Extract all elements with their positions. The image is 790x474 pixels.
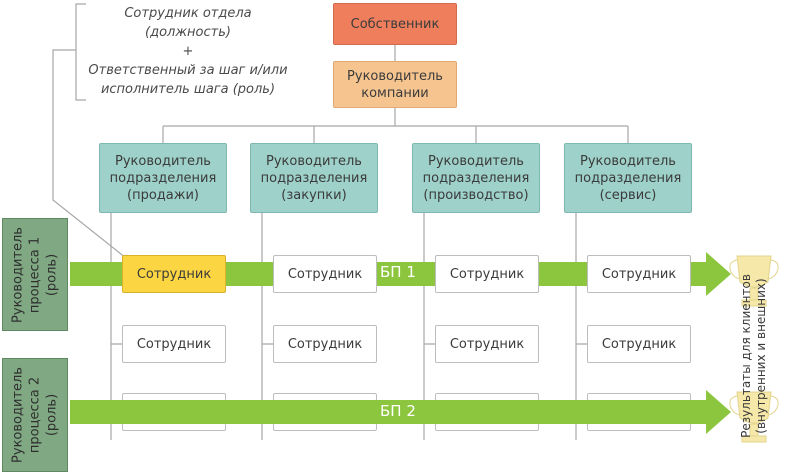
trophy-icon bbox=[729, 391, 779, 443]
process-owner-label: процесса 2 bbox=[27, 376, 43, 454]
department-label: (сервис) bbox=[599, 187, 657, 203]
department-sales-box: Руководитель подразделения (продажи) bbox=[99, 143, 227, 213]
process-owner-1-box: Руководитель процесса 1 (роль) bbox=[2, 218, 68, 331]
department-label: подразделения bbox=[109, 170, 217, 186]
employee-box: Сотрудник bbox=[587, 325, 691, 363]
legend-line: исполнитель шага (роль) bbox=[100, 82, 276, 97]
department-production-box: Руководитель подразделения (производство… bbox=[412, 143, 540, 213]
process-owner-2-box: Руководитель процесса 2 (роль) bbox=[2, 358, 68, 472]
legend-text: Сотрудник отдела (должность) + Ответстве… bbox=[82, 4, 294, 99]
results-label: Результаты для клиентов (внутренних и вн… bbox=[739, 274, 769, 438]
process-owner-1-text: Руководитель процесса 1 (роль) bbox=[10, 227, 61, 323]
process-owner-label: Руководитель bbox=[10, 367, 26, 463]
department-label: (продажи) bbox=[127, 187, 199, 203]
results-line: Результаты для клиентов bbox=[739, 274, 753, 438]
department-service-box: Руководитель подразделения (сервис) bbox=[564, 143, 692, 213]
process-owner-label: процесса 1 bbox=[27, 236, 43, 313]
employee-box: Сотрудник bbox=[435, 255, 539, 293]
legend-bracket bbox=[75, 3, 86, 101]
director-label: Руководитель компании bbox=[347, 68, 443, 101]
employee-box: Сотрудник bbox=[273, 255, 377, 293]
trophy-icon bbox=[729, 255, 779, 307]
legend-line: + bbox=[182, 44, 194, 59]
employee-box: Сотрудник bbox=[273, 325, 377, 363]
process-owner-2-text: Руководитель процесса 2 (роль) bbox=[10, 367, 61, 463]
employee-box: Сотрудник bbox=[435, 325, 539, 363]
employee-box: Сотрудник bbox=[122, 325, 226, 363]
legend-line: Сотрудник отдела bbox=[124, 6, 252, 21]
process-owner-label: (роль) bbox=[44, 253, 60, 296]
department-label: (закупки) bbox=[281, 187, 347, 203]
director-box: Руководитель компании bbox=[333, 61, 457, 108]
legend-pointer-line bbox=[52, 49, 127, 259]
department-label: Руководитель bbox=[428, 153, 524, 169]
department-label: подразделения bbox=[260, 170, 368, 186]
department-label: (производство) bbox=[423, 187, 529, 203]
department-label: Руководитель bbox=[115, 153, 211, 169]
department-label: Руководитель bbox=[266, 153, 362, 169]
process-arrow-1 bbox=[70, 252, 731, 296]
department-label: подразделения bbox=[574, 170, 682, 186]
owner-box: Собственник bbox=[333, 3, 457, 45]
employee-box: Сотрудник bbox=[587, 255, 691, 293]
results-line: (внутренних и внешних) bbox=[754, 278, 768, 434]
process-owner-label: (роль) bbox=[44, 393, 60, 437]
process-arrow-2 bbox=[70, 390, 731, 434]
department-label: Руководитель bbox=[580, 153, 676, 169]
process-label-2: БП 2 bbox=[380, 402, 416, 420]
process-label-1: БП 1 bbox=[380, 263, 416, 281]
department-label: подразделения bbox=[422, 170, 530, 186]
department-purchasing-box: Руководитель подразделения (закупки) bbox=[250, 143, 378, 213]
legend-line: (должность) bbox=[145, 25, 231, 40]
process-owner-label: Руководитель bbox=[10, 226, 26, 323]
employee-box-highlighted: Сотрудник bbox=[122, 255, 226, 293]
legend-line: Ответственный за шаг и/или bbox=[88, 63, 288, 78]
